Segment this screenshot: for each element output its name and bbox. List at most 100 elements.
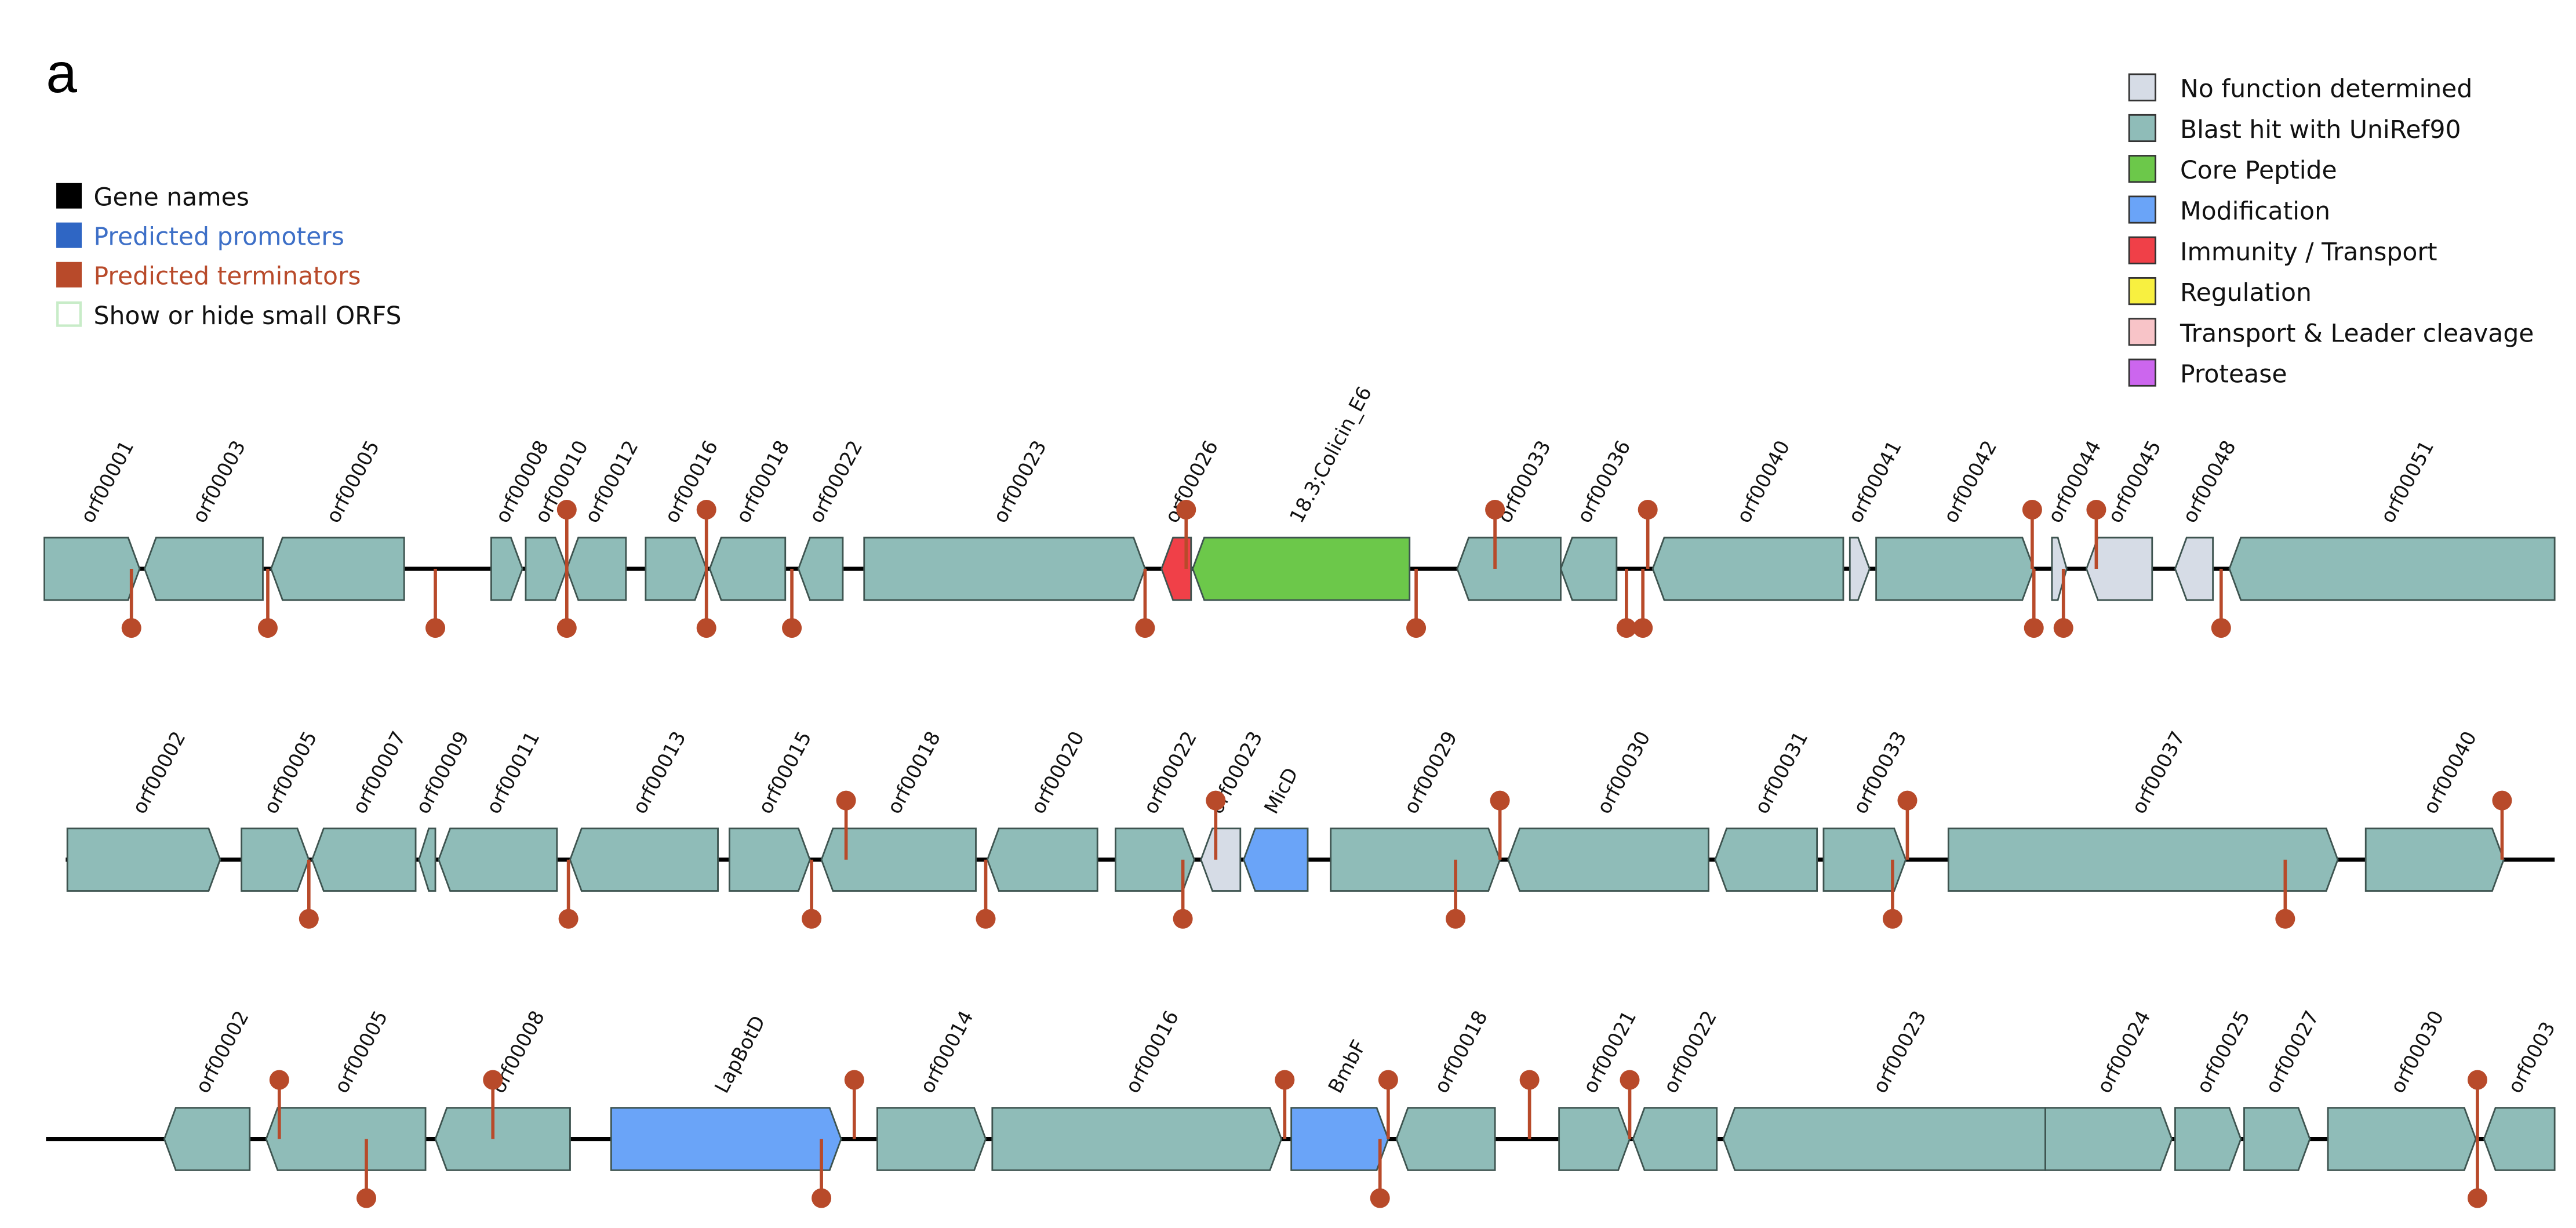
gene-shape[interactable] [645, 536, 708, 601]
gene-shape[interactable] [986, 827, 1098, 892]
gene-shape[interactable] [418, 827, 436, 892]
gene-shape[interactable] [728, 827, 811, 892]
gene-shape[interactable] [1875, 536, 2035, 601]
track-legend-item[interactable]: Gene names [56, 183, 249, 212]
gene-arrow[interactable]: orf00051 [2228, 437, 2556, 601]
gene-shape[interactable] [1395, 1107, 1496, 1171]
gene-arrow[interactable]: orf00016 [991, 1007, 1283, 1171]
gene-arrow[interactable]: orf00048 [2174, 437, 2241, 601]
gene-shape[interactable] [820, 827, 977, 892]
gene-shape[interactable] [1456, 536, 1562, 601]
gene-arrow[interactable]: 18.3;Colicin_E6 [1192, 383, 1411, 601]
gene-arrow[interactable]: orf00022 [797, 437, 867, 601]
gene-shape[interactable] [270, 536, 405, 601]
gene-shape[interactable] [1558, 1107, 1631, 1171]
gene-shape[interactable] [1507, 827, 1709, 892]
gene-shape[interactable] [876, 1107, 987, 1171]
gene-shape[interactable] [1242, 827, 1309, 892]
gene-shape[interactable] [2243, 1107, 2311, 1171]
gene-arrow[interactable]: orf00030 [2327, 1007, 2477, 1171]
gene-shape[interactable] [1559, 536, 1618, 601]
gene-shape[interactable] [1192, 536, 1411, 601]
gene-shape[interactable] [1651, 536, 1844, 601]
gene-shape[interactable] [2327, 1107, 2477, 1171]
gene-arrow[interactable]: orf00031 [1714, 728, 1818, 892]
gene-shape[interactable] [569, 827, 719, 892]
gene-arrow[interactable]: orf00016 [645, 437, 723, 601]
gene-shape[interactable] [566, 536, 627, 601]
gene-shape[interactable] [1114, 827, 1195, 892]
gene-shape[interactable] [143, 536, 264, 601]
gene-arrow[interactable]: orf00042 [1875, 437, 2035, 601]
gene-arrow[interactable]: orf00002 [66, 728, 221, 892]
gene-shape[interactable] [1714, 827, 1818, 892]
gene-shape[interactable] [525, 536, 568, 601]
gene-shape[interactable] [1290, 1107, 1389, 1171]
gene-shape[interactable] [1330, 827, 1501, 892]
gene-arrow[interactable]: orf00014 [876, 1007, 987, 1171]
gene-shape[interactable] [991, 1107, 1283, 1171]
gene-arrow[interactable]: orf00005 [270, 437, 405, 601]
gene-arrow[interactable]: orf00013 [569, 728, 719, 892]
gene-arrow[interactable]: orf00037 [1947, 728, 2339, 892]
gene-arrow[interactable]: orf00033 [1456, 437, 1562, 601]
gene-arrow[interactable]: orf00022 [1632, 1007, 1722, 1171]
track-legend-item[interactable]: Predicted promoters [56, 222, 344, 252]
gene-shape[interactable] [1160, 536, 1192, 601]
gene-arrow[interactable]: MicD [1242, 764, 1309, 892]
gene-arrow[interactable]: orf00001 [43, 437, 141, 601]
gene-arrow[interactable]: orf00040 [1651, 437, 1844, 601]
gene-arrow[interactable]: orf00005 [265, 1007, 427, 1171]
gene-arrow[interactable]: orf00007 [311, 728, 417, 892]
gene-shape[interactable] [2174, 536, 2214, 601]
gene-arrow[interactable]: LapBotD [610, 1012, 842, 1171]
gene-arrow[interactable]: orf00040 [2364, 728, 2505, 892]
gene-shape[interactable] [163, 1107, 251, 1171]
gene-arrow[interactable]: orf00022 [1114, 728, 1202, 892]
gene-arrow[interactable]: orf00027 [2243, 1007, 2324, 1171]
gene-shape[interactable] [2483, 1107, 2556, 1171]
gene-shape[interactable] [265, 1107, 427, 1171]
gene-shape[interactable] [438, 827, 558, 892]
gene-arrow[interactable]: orf0003 [2483, 1018, 2560, 1171]
gene-shape[interactable] [797, 536, 844, 601]
gene-shape[interactable] [1849, 536, 1871, 601]
gene-shape[interactable] [241, 827, 310, 892]
gene-shape[interactable] [2085, 536, 2153, 601]
gene-arrow[interactable]: orf00023 [863, 437, 1146, 601]
gene-arrow[interactable]: orf00020 [986, 728, 1098, 892]
gene-shape[interactable] [1722, 1107, 2046, 1171]
gene-shape[interactable] [863, 536, 1146, 601]
gene-shape[interactable] [708, 536, 787, 601]
gene-shape[interactable] [610, 1107, 842, 1171]
track-legend-item[interactable]: Show or hide small ORFS [56, 301, 401, 330]
gene-shape[interactable] [434, 1107, 571, 1171]
gene-shape[interactable] [311, 827, 417, 892]
gene-shape[interactable] [1200, 827, 1242, 892]
gene-shape[interactable] [1822, 827, 1907, 892]
track-legend-item[interactable]: Predicted terminators [56, 261, 361, 291]
gene-arrow[interactable]: orf00025 [2174, 1007, 2255, 1171]
gene-shape[interactable] [490, 536, 523, 601]
gene-shape[interactable] [2174, 1107, 2242, 1171]
gene-arrow[interactable]: orf00029 [1330, 728, 1501, 892]
gene-shape[interactable] [66, 827, 221, 892]
gene-arrow[interactable]: orf00018 [1395, 1007, 1496, 1171]
gene-arrow[interactable]: orf00024 [2044, 1007, 2173, 1171]
gene-arrow[interactable]: orf00030 [1507, 728, 1709, 892]
gene-shape[interactable] [1947, 827, 2339, 892]
gene-shape[interactable] [2044, 1107, 2173, 1171]
gene-arrow[interactable]: orf00018 [708, 437, 794, 601]
gene-arrow[interactable]: orf00015 [728, 728, 816, 892]
gene-arrow[interactable]: BmbF [1290, 1036, 1389, 1171]
gene-arrow[interactable]: orf00002 [163, 1007, 254, 1171]
gene-shape[interactable] [2364, 827, 2505, 892]
gene-arrow[interactable]: orf00008 [434, 1007, 571, 1171]
gene-shape[interactable] [1632, 1107, 1718, 1171]
gene-arrow[interactable]: orf00023 [1722, 1007, 2046, 1171]
gene-arrow[interactable]: orf00003 [143, 437, 264, 601]
gene-arrow[interactable]: orf00036 [1559, 437, 1635, 601]
gene-shape[interactable] [43, 536, 141, 601]
gene-arrow[interactable]: orf00033 [1822, 728, 1912, 892]
gene-shape[interactable] [2228, 536, 2556, 601]
